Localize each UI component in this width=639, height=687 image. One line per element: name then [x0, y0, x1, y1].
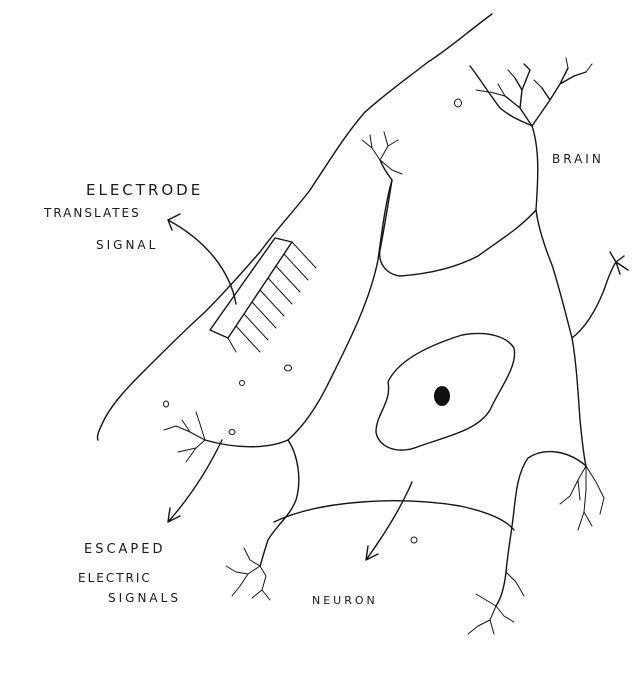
upper-cell-dendrites — [362, 132, 402, 174]
right-lower-axon — [496, 452, 586, 606]
right-lower-axon-terminals — [468, 572, 524, 634]
vesicle — [229, 430, 235, 435]
label-electric: ELECTRIC — [78, 571, 152, 585]
electrode-body — [210, 238, 292, 338]
vesicle — [164, 401, 169, 407]
label-escaped: ESCAPED — [84, 542, 166, 557]
right-axon-upper-branch — [572, 252, 628, 338]
right-axon-terminals — [560, 466, 604, 530]
label-translates: TRANSLATES — [44, 206, 141, 220]
lower-left-axon — [260, 440, 299, 566]
vesicle — [285, 365, 292, 371]
brain-axon-small-branches — [476, 58, 592, 96]
vesicle — [240, 381, 245, 386]
neuron-nucleus — [434, 386, 450, 406]
label-signal: SIGNAL — [96, 238, 158, 252]
electrode-teeth — [228, 242, 316, 352]
label-electrode: ELECTRODE — [86, 181, 203, 199]
brain-axon-tree — [505, 64, 586, 126]
neuron-label-arrow — [366, 482, 412, 560]
connecting-axon-arc — [274, 501, 514, 530]
label-neuron: NEURON — [312, 594, 378, 607]
escaped-signal-arrow — [168, 440, 222, 522]
label-brain: BRAIN — [552, 152, 604, 166]
lower-left-cell-boundary — [205, 180, 392, 447]
upper-cell-boundary — [380, 66, 538, 276]
vesicle — [411, 537, 417, 543]
right-long-axon — [536, 210, 586, 466]
upper-cell-vesicle — [455, 99, 462, 107]
label-signals: SIGNALS — [108, 591, 181, 605]
lower-left-cell-dendrites — [164, 412, 205, 462]
brain-tissue-boundary — [97, 14, 492, 440]
